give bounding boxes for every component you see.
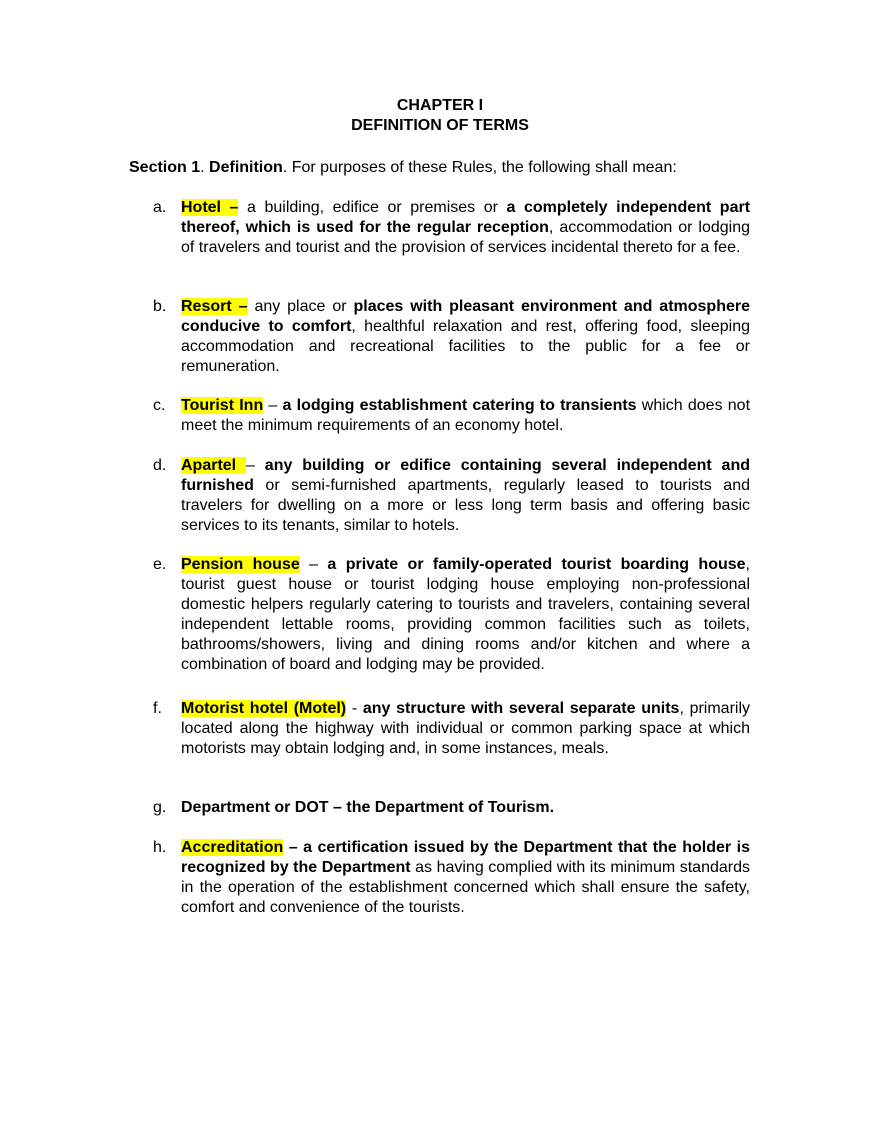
term-highlight: Motorist hotel (Motel) [181, 700, 347, 717]
item-text: any place or [247, 298, 354, 315]
item-bold-text: Department or DOT – the Department of To… [181, 799, 555, 816]
definition-hotel: a. Hotel – a building, edifice or premise… [153, 198, 751, 258]
item-bold-text: – a certification issued by the Departme… [181, 839, 750, 876]
section-label: Section 1 [129, 159, 201, 176]
term-highlight: Apartel [181, 457, 247, 474]
item-text: - [346, 700, 363, 717]
item-text: , tourist guest house or tourist lodging… [181, 556, 750, 673]
chapter-title: CHAPTER I [396, 97, 484, 114]
item-text: – [263, 397, 283, 414]
term-highlight: Accreditation [181, 839, 284, 856]
definition-resort: b. Resort – any place or places with plea… [153, 297, 751, 377]
section-name: Definition [209, 159, 283, 176]
item-bold-text: a completely independent part thereof, w… [181, 199, 751, 236]
item-text: as having complied with its minimum stan… [181, 859, 750, 916]
section-text: . For purposes of these Rules, the follo… [282, 159, 677, 176]
item-bold-text: places with pleasant environment and atm… [181, 298, 751, 335]
item-text: which does not meet the minimum requirem… [181, 397, 751, 434]
chapter-subtitle: DEFINITION OF TERMS [351, 117, 529, 134]
item-letter: f. [153, 700, 162, 717]
item-letter: a. [153, 199, 167, 216]
definition-apartel: d. Apartel – any building or edifice cont… [153, 456, 751, 536]
definition-tourist-inn: c. Tourist Inn – a lodging establishment … [153, 396, 751, 436]
item-bold-text: a lodging establishment catering to tran… [282, 397, 637, 414]
section-sep: . [200, 159, 210, 176]
item-letter: c. [153, 397, 166, 414]
definition-accreditation: h. Accreditation – a certification issued… [153, 838, 750, 918]
item-text: , primarily located along the highway wi… [181, 700, 751, 757]
item-text: – [246, 457, 265, 474]
item-letter: g. [153, 799, 167, 816]
item-text: , healthful relaxation and rest, offerin… [181, 318, 750, 375]
item-bold-text: a private or family-operated tourist boa… [327, 556, 746, 573]
item-text: – [299, 556, 328, 573]
item-letter: e. [153, 556, 167, 573]
item-text: , accommodation or lodging of travelers … [181, 219, 750, 256]
item-letter: h. [153, 839, 167, 856]
term-highlight: Pension house [181, 556, 300, 573]
definition-department: g. Department or DOT – the Department of … [153, 798, 750, 818]
item-text: or semi-furnished apartments, regularly … [181, 477, 750, 534]
definition-pension-house: e. Pension house – a private or family-op… [153, 555, 750, 675]
section-intro: Section 1. Definition. For purposes of t… [129, 158, 769, 178]
item-letter: d. [153, 457, 167, 474]
term-highlight: Resort – [181, 298, 248, 315]
item-bold-text: any structure with several separate unit… [362, 700, 680, 717]
item-text: a building, edifice or premises or [238, 199, 507, 216]
term-highlight: Tourist Inn [181, 397, 264, 414]
term-highlight: Hotel – [181, 199, 239, 216]
definition-motel: f. Motorist hotel (Motel) - any structure… [153, 699, 751, 759]
item-bold-text: any building or edifice containing sever… [181, 457, 751, 494]
item-letter: b. [153, 298, 167, 315]
